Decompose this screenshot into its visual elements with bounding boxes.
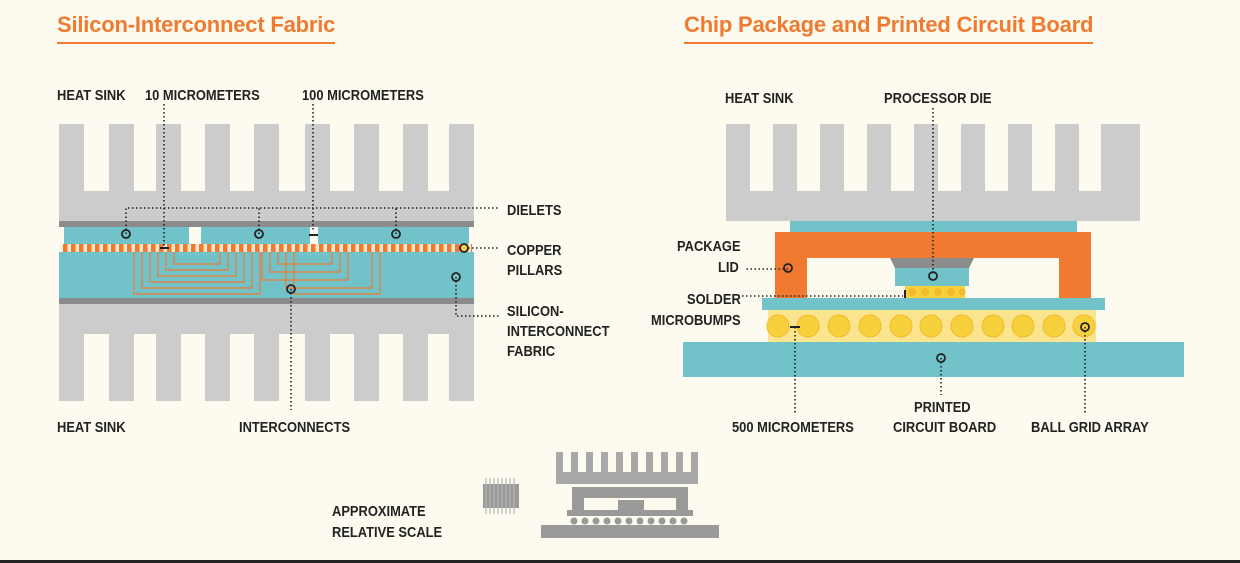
label-sif-line2: INTERCONNECT — [507, 323, 610, 340]
sif-top-plate — [59, 221, 474, 227]
scale-small-chip — [483, 478, 519, 514]
label-sif-line1: SILICON- — [507, 303, 564, 320]
sif-callouts — [121, 229, 469, 294]
sif-bottom-plate — [59, 298, 474, 304]
interconnect-traces — [133, 252, 381, 295]
package-diagram — [683, 108, 1184, 413]
scale-package — [541, 452, 719, 538]
label-approximate: APPROXIMATE — [332, 503, 426, 520]
label-pcb-line1: PRINTED — [914, 399, 971, 416]
label-100-micrometers: 100 MICROMETERS — [302, 87, 424, 104]
label-10-micrometers: 10 MICROMETERS — [145, 87, 260, 104]
processor-die — [895, 268, 969, 286]
label-heat-sink-bottom: HEAT SINK — [57, 419, 126, 436]
sif-bottom-heat-sink — [59, 304, 474, 401]
label-dielets: DIELETS — [507, 202, 562, 219]
sif-diagram — [59, 104, 500, 410]
copper-pillars — [62, 244, 472, 252]
label-copper-pillars-line1: COPPER — [507, 242, 562, 259]
die-cap — [890, 258, 974, 268]
label-pkg-heat-sink: HEAT SINK — [725, 90, 794, 107]
label-package-lid-line2: LID — [718, 259, 739, 276]
silicon-interconnect-fabric — [59, 252, 474, 298]
label-solder-line2: MICROBUMPS — [651, 312, 741, 329]
package-substrate — [762, 298, 1105, 310]
label-sif-line3: FABRIC — [507, 343, 556, 360]
label-500-micrometers: 500 MICROMETERS — [732, 419, 854, 436]
ball-grid-array — [766, 310, 1096, 342]
label-heat-sink-top: HEAT SINK — [57, 87, 126, 104]
label-copper-pillars-line2: PILLARS — [507, 262, 563, 279]
dielet-3 — [318, 227, 469, 244]
title-silicon-interconnect-fabric: Silicon-Interconnect Fabric — [57, 12, 335, 44]
printed-circuit-board — [683, 342, 1184, 377]
label-interconnects: INTERCONNECTS — [239, 419, 351, 436]
pkg-thermal-layer — [790, 221, 1077, 232]
label-ball-grid-array: BALL GRID ARRAY — [1031, 419, 1149, 436]
pkg-leaders — [742, 108, 1086, 413]
label-processor-die: PROCESSOR DIE — [884, 90, 992, 107]
label-package-lid-line1: PACKAGE — [677, 238, 741, 255]
package-lid — [775, 232, 1091, 298]
microbump-dots — [908, 288, 966, 296]
pkg-callouts — [783, 263, 1090, 363]
relative-scale — [483, 452, 719, 538]
label-relative-scale: RELATIVE SCALE — [332, 524, 443, 541]
title-chip-package-pcb: Chip Package and Printed Circuit Board — [684, 12, 1093, 44]
bottom-rule — [0, 560, 1240, 563]
sif-top-heat-sink — [59, 124, 474, 221]
label-solder-line1: SOLDER — [687, 291, 741, 308]
dielet-1 — [64, 227, 189, 244]
label-pcb-line2: CIRCUIT BOARD — [893, 419, 997, 436]
